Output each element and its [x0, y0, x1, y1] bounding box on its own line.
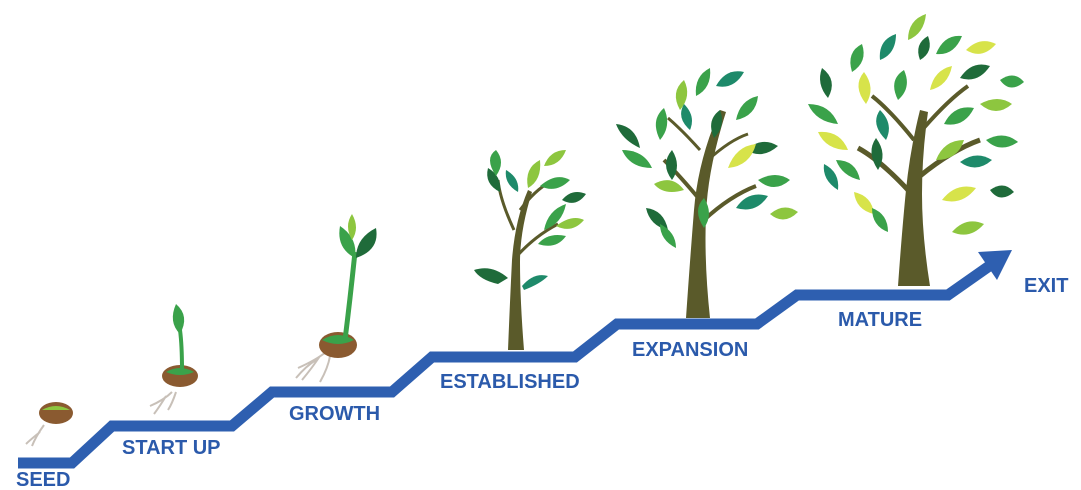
growth-staircase-arrow: [18, 250, 1012, 469]
stage-label-expansion: EXPANSION: [632, 339, 748, 361]
stage-label-established: ESTABLISHED: [440, 371, 580, 393]
sprout-icon: [149, 304, 198, 415]
seedling-icon: [295, 214, 377, 383]
stage-label-mature: MATURE: [838, 309, 922, 331]
stage-label-exit: EXIT: [1024, 275, 1068, 297]
seed-icon: [25, 402, 73, 447]
mature-tree-icon: [808, 14, 1024, 286]
sapling-icon: [474, 150, 586, 350]
stage-label-startup: START UP: [122, 437, 221, 459]
stage-label-seed: SEED: [16, 469, 70, 490]
stage-labels: SEED START UP GROWTH ESTABLISHED EXPANSI…: [16, 275, 1068, 490]
stage-label-growth: GROWTH: [289, 403, 380, 425]
young-tree-icon: [616, 68, 798, 318]
